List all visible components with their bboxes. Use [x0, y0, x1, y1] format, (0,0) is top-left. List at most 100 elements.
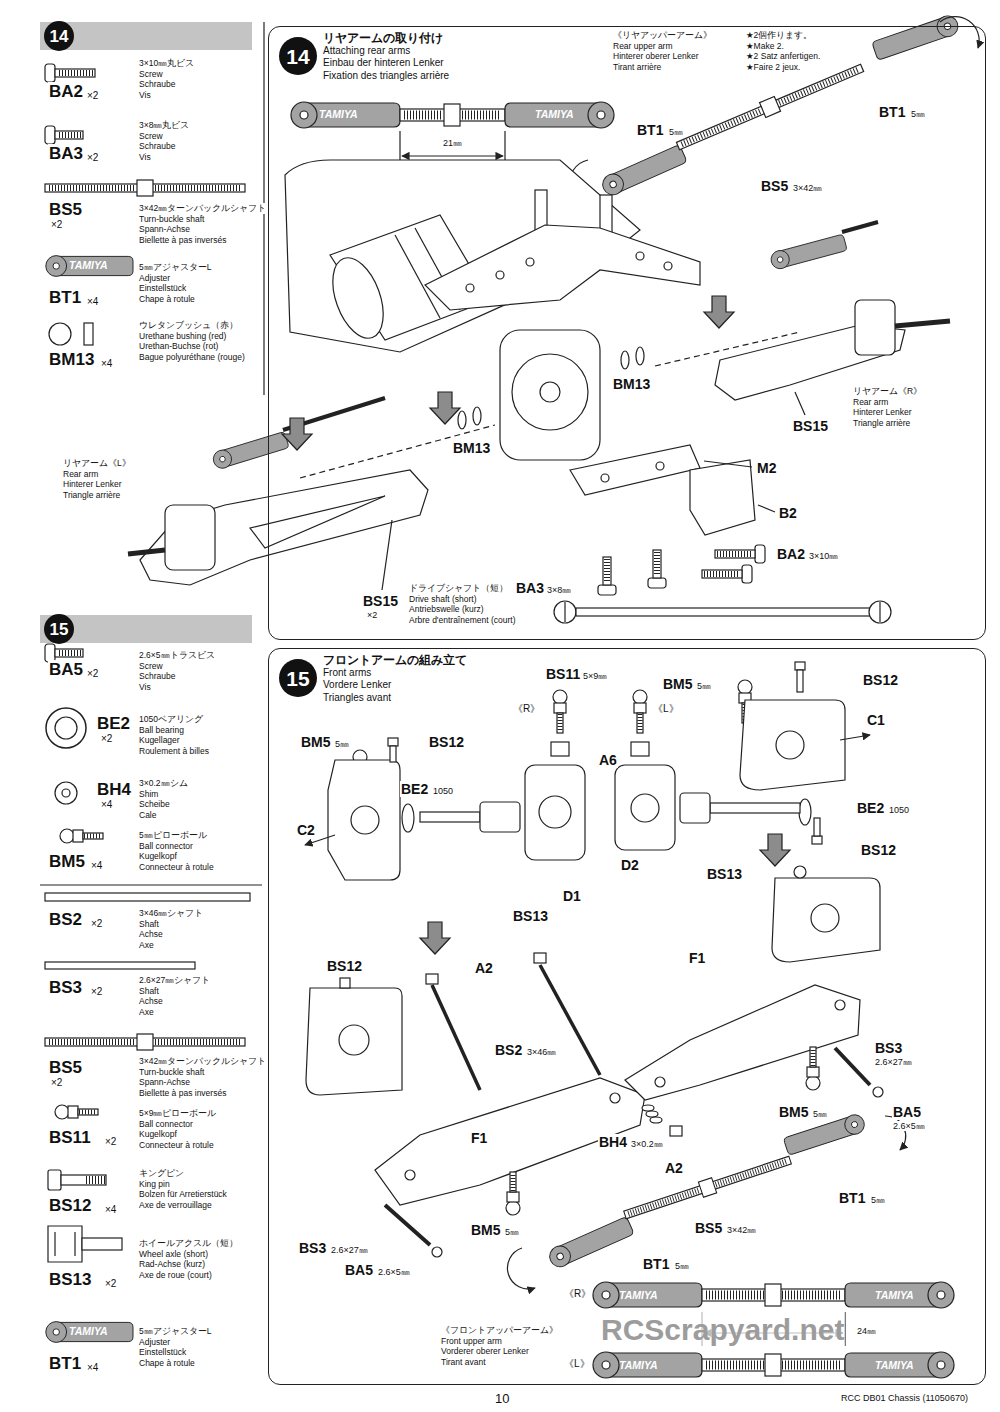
part-description: ★2個作ります。 — [745, 30, 813, 41]
drawing-stroke — [45, 126, 83, 144]
drawing-stroke — [426, 974, 438, 984]
step-heading: リヤアームの取り付け — [323, 32, 443, 44]
quantity: ×2 — [90, 918, 103, 930]
callout-label: BT1 — [636, 122, 664, 138]
drawing-stroke — [500, 330, 600, 460]
part-description: Vis — [138, 90, 152, 101]
part-description: Vorderer oberer Lenker — [440, 1346, 530, 1357]
part-description: Connecteur à rotule — [138, 862, 215, 873]
drawing-stroke — [282, 418, 312, 450]
part-description: Chape à rotule — [138, 294, 196, 305]
drawing-stroke — [46, 256, 133, 277]
watermark: RCScrapyard.net — [600, 1312, 845, 1347]
drawing-stroke — [879, 602, 880, 622]
drawing-stroke — [601, 474, 609, 482]
drawing-stroke — [432, 985, 480, 1090]
part-description: 2.6×5㎜トラスビス — [138, 650, 216, 661]
part-description: 5㎜アジャスターL — [138, 1326, 212, 1337]
quantity: ×2 — [86, 90, 99, 102]
callout-label: B2 — [778, 505, 798, 521]
part-description: Screw — [138, 661, 164, 672]
logo-text: TAMIYA — [874, 1359, 915, 1371]
step-number: 15 — [50, 621, 69, 638]
size-note: 24㎜ — [856, 1326, 877, 1336]
part-description: Cale — [138, 810, 157, 821]
part-description: 2.6×27㎜シャフト — [138, 975, 211, 986]
quantity: ×2 — [104, 1136, 117, 1148]
drawing-stroke — [46, 708, 86, 748]
part-description: Axe — [138, 940, 155, 951]
part-description: ★Make 2. — [745, 41, 785, 52]
drawing-stroke — [45, 180, 245, 196]
drawing-stroke — [507, 1248, 535, 1289]
drawing-stroke — [765, 1354, 781, 1376]
part-description: Urethan-Buchse (rot) — [138, 341, 219, 352]
part-description: ホイールアクスル（短） — [138, 1238, 239, 1249]
drawing-stroke — [633, 690, 647, 733]
drawing-stroke — [799, 799, 811, 825]
drawing-stroke — [61, 1175, 106, 1185]
callout-label: BS5 — [760, 178, 789, 194]
drawing-stroke — [840, 735, 870, 740]
drawing-stroke — [636, 252, 644, 260]
callout-label: BE2 — [400, 781, 429, 797]
callout-label: BM13 — [612, 376, 651, 392]
part-description: Kugelkopf — [138, 851, 178, 862]
side-mark: 《R》 — [563, 1288, 592, 1300]
drawing-stroke — [506, 1172, 520, 1215]
drawing-stroke — [576, 608, 870, 616]
part-description: Achse — [138, 996, 164, 1007]
drawing-stroke — [128, 550, 165, 554]
part-code: BS5 — [48, 200, 83, 220]
part-description: Hinterer oberer Lenker — [612, 51, 700, 62]
drawing-stroke — [599, 144, 687, 198]
drawing-stroke — [40, 22, 252, 50]
callout-label: BA5 — [344, 1262, 374, 1278]
size-note: 3×10㎜ — [808, 551, 839, 561]
size-note: 2.6×5㎜ — [892, 1121, 926, 1131]
drawing-stroke — [895, 321, 950, 326]
drawing-stroke — [710, 803, 800, 813]
part-description: Biellette à pas inversés — [138, 1088, 227, 1099]
step-badge: 14 — [44, 21, 74, 51]
part-code: BT1 — [48, 1354, 82, 1374]
drawing-stroke — [740, 700, 845, 790]
part-description: 5㎜ピローボール — [138, 830, 208, 841]
callout-label: A2 — [474, 960, 494, 976]
drawing-stroke — [480, 802, 520, 832]
drawing-stroke — [564, 602, 565, 622]
step-heading: Attaching rear arms — [323, 45, 410, 57]
drawing-stroke — [425, 225, 700, 310]
part-description: Kugellager — [138, 735, 181, 746]
part-description: Vis — [138, 682, 152, 693]
drawing-stroke — [811, 904, 839, 932]
drawing-stroke — [74, 1232, 75, 1256]
step-15-illustration — [305, 662, 954, 1378]
drawing-stroke — [84, 323, 93, 345]
drawing-stroke — [473, 407, 481, 425]
size-note: 5㎜ — [910, 109, 926, 119]
part-description: 3×42㎜ターンバックルシャフト — [138, 203, 267, 214]
drawing-stroke — [55, 717, 77, 739]
drawing-stroke — [782, 1361, 841, 1370]
drawing-stroke — [869, 601, 891, 623]
callout-label: BS5 — [694, 1220, 723, 1236]
drawing-stroke — [250, 496, 385, 548]
step-badge: 15 — [279, 659, 317, 697]
step-badge: 15 — [44, 614, 74, 644]
part-description: Arbre d'entraînement (court) — [408, 615, 517, 626]
quantity: ×4 — [90, 860, 103, 872]
size-note: 1050 — [432, 786, 454, 796]
part-description: Rear arm — [62, 469, 99, 480]
callout-label: BS3 — [874, 1040, 903, 1056]
drawing-stroke — [45, 962, 195, 969]
callout-label: D1 — [562, 888, 582, 904]
part-description: King pin — [138, 1179, 171, 1190]
drawing-stroke — [402, 804, 414, 832]
part-code: BA5 — [48, 660, 84, 680]
drawing-stroke — [55, 1105, 98, 1119]
drawing-stroke — [795, 662, 805, 670]
step-14-illustration — [128, 13, 979, 623]
drawing-stroke — [430, 392, 460, 424]
